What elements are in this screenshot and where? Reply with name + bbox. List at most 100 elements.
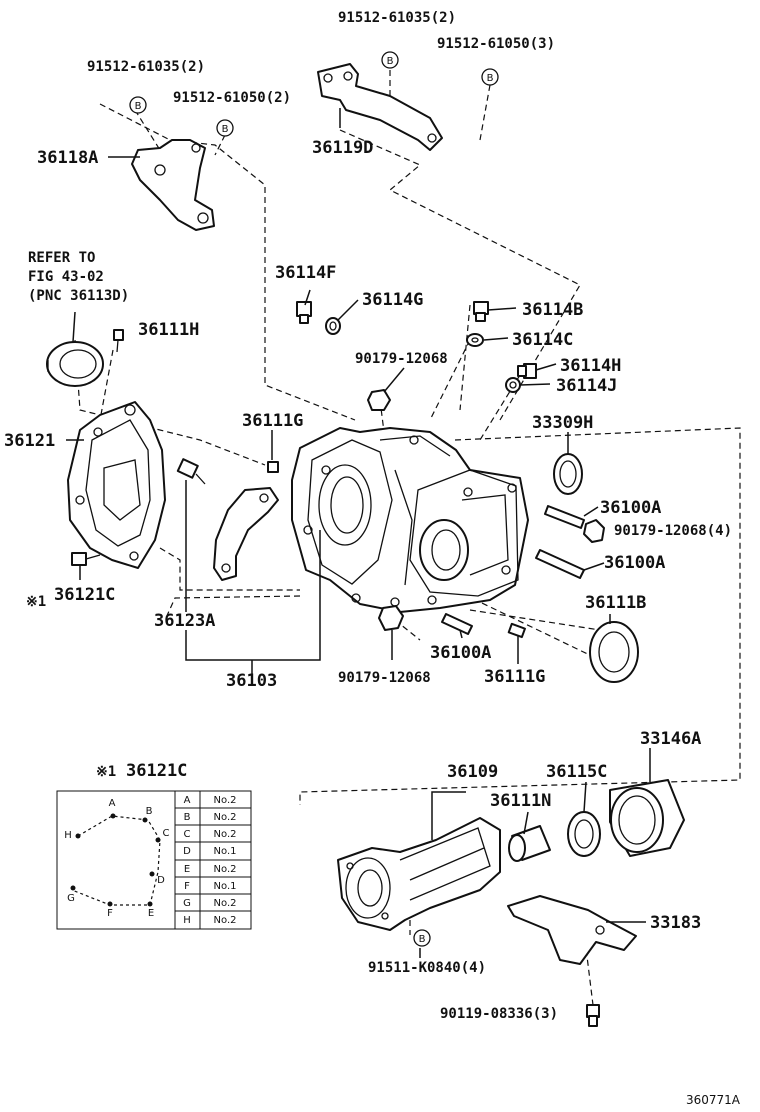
label-90179-12068-top: 90179-12068 [355, 351, 448, 367]
bolt-36121C-shape [71, 552, 101, 566]
svg-text:B: B [135, 101, 142, 112]
label-36111H: 36111H [138, 320, 199, 340]
label-refer-line3: (PNC 36113D) [28, 288, 129, 304]
circle-b-marker-4: B [216, 119, 234, 137]
inset-outline [70, 813, 161, 907]
circle-b-marker-1: B [381, 51, 399, 69]
label-36100A-mid: 36100A [604, 553, 665, 573]
gasket-36114J-shape [505, 377, 521, 393]
label-36121C: 36121C [54, 585, 115, 605]
svg-text:C: C [184, 829, 191, 840]
svg-text:G: G [183, 898, 191, 909]
label-36115C: 36115C [546, 762, 607, 782]
label-36100A-lower: 36100A [430, 643, 491, 663]
svg-text:B: B [222, 124, 229, 135]
case-cover-36121 [67, 401, 166, 569]
svg-text:B: B [419, 934, 426, 945]
label-36114G: 36114G [362, 290, 423, 310]
svg-text:No.2: No.2 [214, 812, 237, 823]
svg-text:No.2: No.2 [214, 864, 237, 875]
circle-b-marker-5: B [413, 929, 431, 947]
svg-text:B: B [487, 73, 494, 84]
plug-36114F-shape [296, 301, 312, 324]
label-note-mark: ※1 [26, 594, 46, 610]
label-36114F: 36114F [275, 263, 336, 283]
bolt-90119-08336-shape [586, 1004, 600, 1027]
label-91512-61035-left: 91512-61035(2) [87, 59, 205, 75]
bushing-36111N-shape [508, 825, 551, 862]
inset-table-row-G: G No.2 [183, 898, 236, 909]
plug-36114B-shape [473, 301, 489, 322]
shim-33309H-shape [553, 453, 583, 495]
inset-table-row-H: H No.2 [183, 915, 236, 926]
svg-text:B: B [146, 806, 153, 817]
inset-table-row-D: D No.1 [183, 846, 236, 857]
pin-36111G-top-shape [267, 461, 279, 473]
label-36114J: 36114J [556, 376, 617, 396]
dust-cover-33146A-shape [609, 779, 685, 857]
label-33183: 33183 [650, 913, 701, 933]
label-refer-line2: FIG 43-02 [28, 269, 104, 285]
bracket-36119D [317, 63, 443, 151]
svg-text:D: D [183, 846, 191, 857]
label-36111G-top: 36111G [242, 411, 303, 431]
label-36114B: 36114B [522, 300, 583, 320]
inset-table-row-F: F No.1 [184, 881, 236, 892]
label-36114C: 36114C [512, 330, 573, 350]
label-36119D: 36119D [312, 138, 373, 158]
svg-text:No.2: No.2 [214, 915, 237, 926]
nut-90179-12068-right-shape [583, 519, 605, 543]
label-36118A: 36118A [37, 148, 98, 168]
svg-text:No.2: No.2 [214, 795, 237, 806]
label-36103: 36103 [226, 671, 277, 691]
inset-table-row-E: E No.2 [184, 864, 237, 875]
inset-table-row-B: B No.2 [184, 812, 237, 823]
label-36111G-lower: 36111G [484, 667, 545, 687]
inset-bolt-pattern: ※1 36121C A No.2 B No.2 C No.2 D No.1 [56, 761, 252, 930]
label-91512-61050-top: 91512-61050(3) [437, 36, 555, 52]
bolt-near-plate [176, 458, 206, 485]
label-36111N: 36111N [490, 791, 551, 811]
inset-table-rows [175, 807, 251, 912]
inset-table-row-C: C No.2 [184, 829, 237, 840]
bolt-36111H-shape [113, 329, 124, 353]
label-90119-08336: 90119-08336(3) [440, 1006, 558, 1022]
housing-36109 [337, 817, 501, 931]
svg-text:H: H [64, 830, 72, 841]
label-33146A: 33146A [640, 729, 701, 749]
label-36121: 36121 [4, 431, 55, 451]
stud-36100A-upper-shape [544, 505, 585, 529]
leader-lines [66, 108, 651, 958]
svg-text:B: B [184, 812, 191, 823]
svg-text:No.1: No.1 [214, 846, 237, 857]
plate-36123A [213, 487, 279, 581]
svg-text:E: E [148, 908, 154, 919]
nut-90179-12068-bottom-shape [378, 605, 404, 631]
seal-36115C-shape [567, 811, 601, 857]
svg-text:No.1: No.1 [214, 881, 237, 892]
svg-text:E: E [184, 864, 190, 875]
inset-title: 36121C [126, 761, 187, 781]
circle-b-marker-3: B [129, 96, 147, 114]
plug-36114H-shape [517, 363, 537, 379]
label-refer-line1: REFER TO [28, 250, 95, 266]
bracket-36118A [131, 139, 215, 231]
label-36111B: 36111B [585, 593, 646, 613]
inset-point-labels: A B C D E F G H [64, 798, 169, 919]
svg-text:A: A [109, 798, 116, 809]
gasket-36114C-shape [466, 333, 484, 347]
stud-36100A-lower-shape [441, 613, 473, 635]
svg-text:F: F [107, 908, 113, 919]
label-33309H: 33309H [532, 413, 593, 433]
label-36123A: 36123A [154, 611, 215, 631]
label-91511-K0840: 91511-K0840(4) [368, 960, 486, 976]
label-91512-61035-top: 91512-61035(2) [338, 10, 456, 26]
svg-text:No.2: No.2 [214, 898, 237, 909]
transfer-case-body [291, 427, 529, 613]
svg-text:A: A [184, 795, 191, 806]
seal-36111B-shape [589, 621, 639, 683]
svg-text:B: B [387, 56, 394, 67]
label-90179-12068-bottom: 90179-12068 [338, 670, 431, 686]
bracket-33183-shape [507, 895, 637, 965]
